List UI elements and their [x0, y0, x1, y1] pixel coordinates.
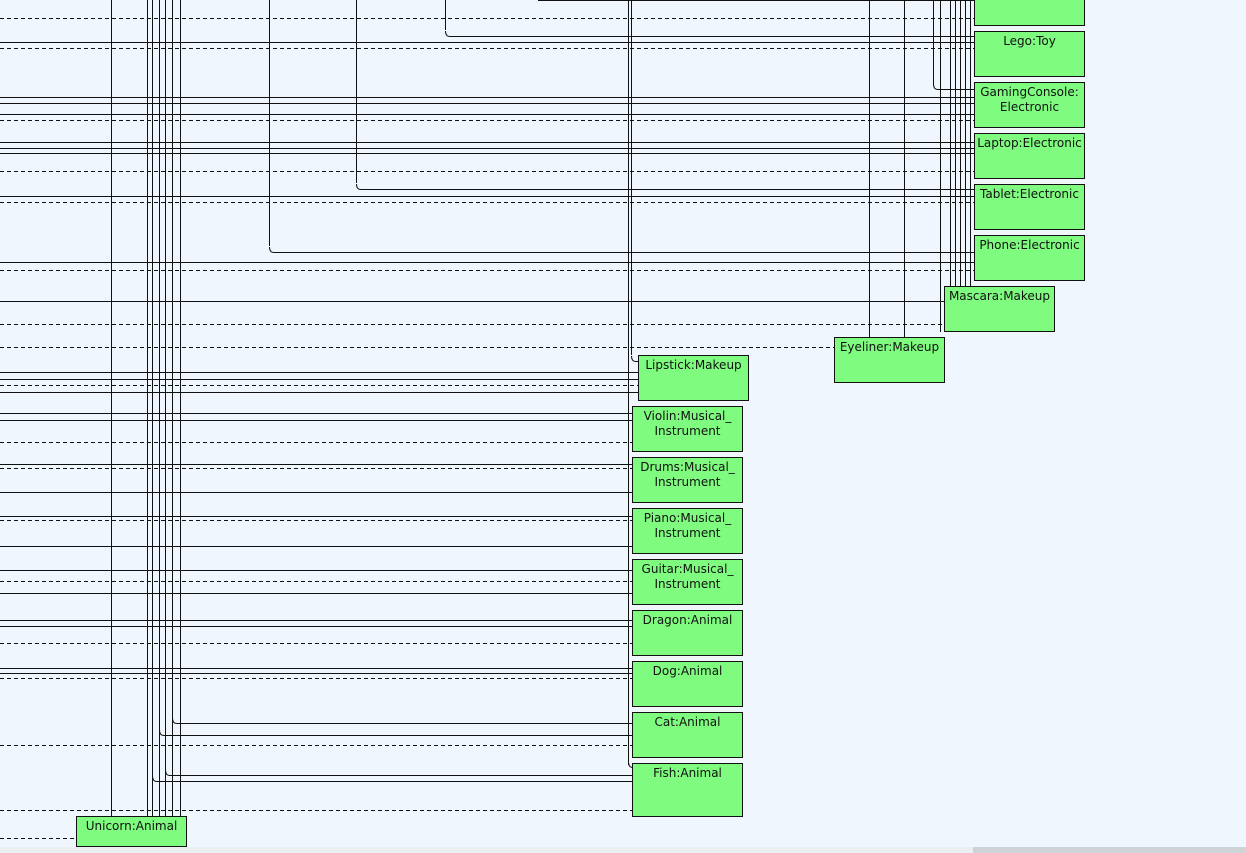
node-unicorn-animal[interactable]: Unicorn:Animal [76, 816, 187, 847]
node-eyeliner-makeup[interactable]: Eyeliner:Makeup [834, 337, 945, 383]
node-piano-musical-instrument[interactable]: Piano:Musical_ Instrument [632, 508, 743, 554]
node-cat-animal[interactable]: Cat:Animal [632, 712, 743, 758]
node-mascara-makeup[interactable]: Mascara:Makeup [944, 286, 1055, 332]
connector-elbow [356, 183, 974, 190]
node-lego-toy[interactable]: Lego:Toy [974, 31, 1085, 77]
connector-elbow [269, 246, 974, 253]
node-tablet-electronic[interactable]: Tablet:Electronic [974, 184, 1085, 230]
connector-elbow [159, 729, 632, 736]
connector-elbow [165, 769, 632, 776]
scrollbar-thumb[interactable] [973, 847, 1246, 853]
connector-elbow [445, 30, 974, 37]
node-dragon-animal[interactable]: Dragon:Animal [632, 610, 743, 656]
node-guitar-musical-instrument[interactable]: Guitar:Musical_ Instrument [632, 559, 743, 605]
node-phone-electronic[interactable]: Phone:Electronic [974, 235, 1085, 281]
connector-elbow [172, 717, 632, 724]
node-lipstick-makeup[interactable]: Lipstick:Makeup [638, 355, 749, 401]
node-violin-musical-instrument[interactable]: Violin:Musical_ Instrument [632, 406, 743, 452]
node-dog-animal[interactable]: Dog:Animal [632, 661, 743, 707]
node-gamingconsole-electronic[interactable]: GamingConsole: Electronic [974, 82, 1085, 128]
node-top-partial[interactable] [974, 0, 1085, 26]
node-fish-animal[interactable]: Fish:Animal [632, 763, 743, 817]
connector-elbow [631, 355, 638, 362]
node-laptop-electronic[interactable]: Laptop:Electronic [974, 133, 1085, 179]
connector-elbow [152, 775, 632, 782]
horizontal-scrollbar[interactable] [0, 847, 1246, 853]
node-drums-musical-instrument[interactable]: Drums:Musical_ Instrument [632, 457, 743, 503]
connector-elbow [933, 83, 974, 90]
